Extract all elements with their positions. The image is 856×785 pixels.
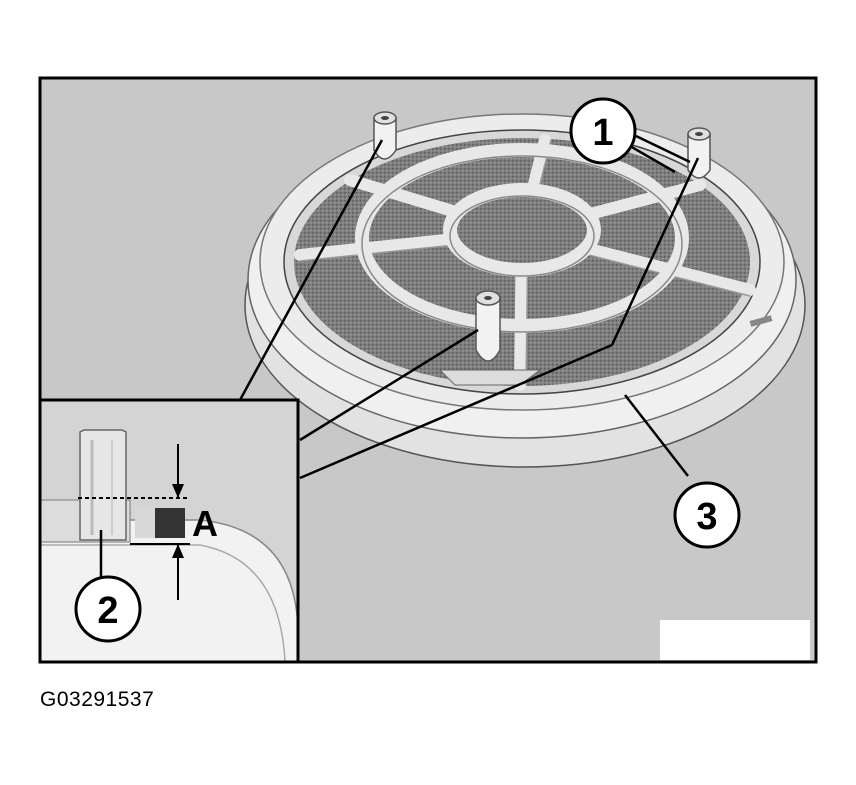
svg-text:1: 1 [592, 112, 613, 154]
callout-3: 3 [673, 481, 741, 549]
mounting-post [373, 111, 397, 160]
filter-assembly [244, 111, 806, 468]
dimension-label: A [192, 503, 218, 544]
image-code: G03291537 [40, 688, 155, 711]
svg-text:2: 2 [97, 590, 118, 632]
main-frame-border [38, 76, 818, 664]
callout-1: 1 [569, 97, 637, 165]
leader-lines [238, 134, 700, 480]
svg-text:3: 3 [696, 496, 717, 538]
mounting-post [438, 290, 542, 386]
callout-2: 2 [74, 575, 142, 643]
